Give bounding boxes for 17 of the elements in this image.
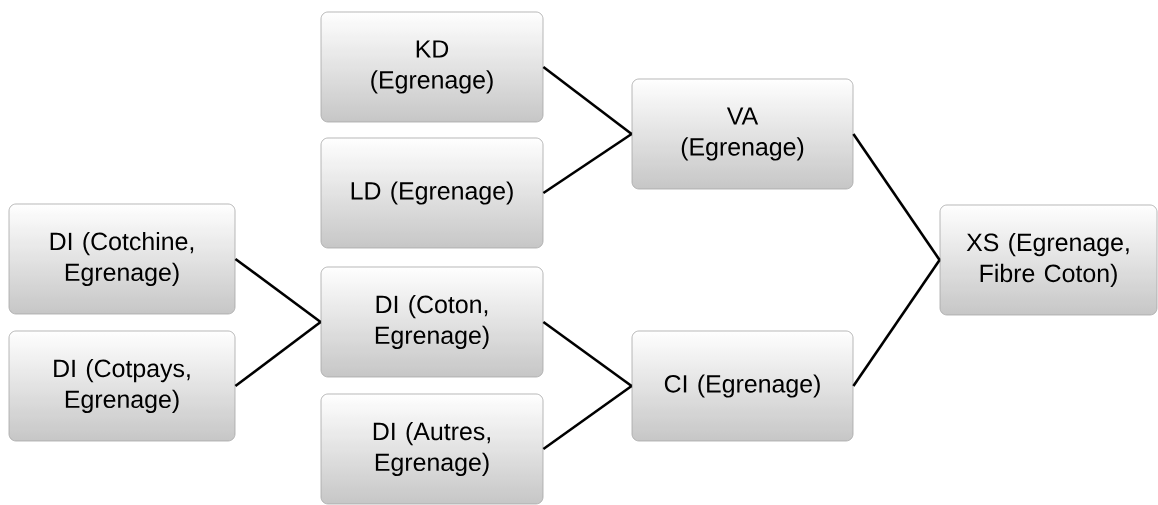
process-box: DI (Autres, Egrenage)	[320, 393, 544, 505]
connector-line	[542, 384, 633, 451]
process-box: DI (Cotchine, Egrenage)	[8, 203, 236, 315]
connector-line	[234, 257, 322, 324]
connector-line	[234, 320, 322, 388]
process-box: XS (Egrenage, Fibre Coton)	[939, 204, 1158, 316]
process-box: DI (Cotpays, Egrenage)	[8, 330, 236, 442]
process-box: LD (Egrenage)	[320, 137, 544, 249]
connector-line	[542, 320, 633, 388]
connector-line	[542, 132, 633, 195]
process-box: VA (Egrenage)	[631, 78, 854, 190]
process-box: DI (Coton, Egrenage)	[320, 266, 544, 378]
connector-line	[542, 65, 633, 136]
process-box: CI (Egrenage)	[631, 330, 854, 442]
process-box: KD (Egrenage)	[320, 11, 544, 123]
connector-line	[852, 133, 941, 261]
connector-line	[852, 259, 941, 387]
